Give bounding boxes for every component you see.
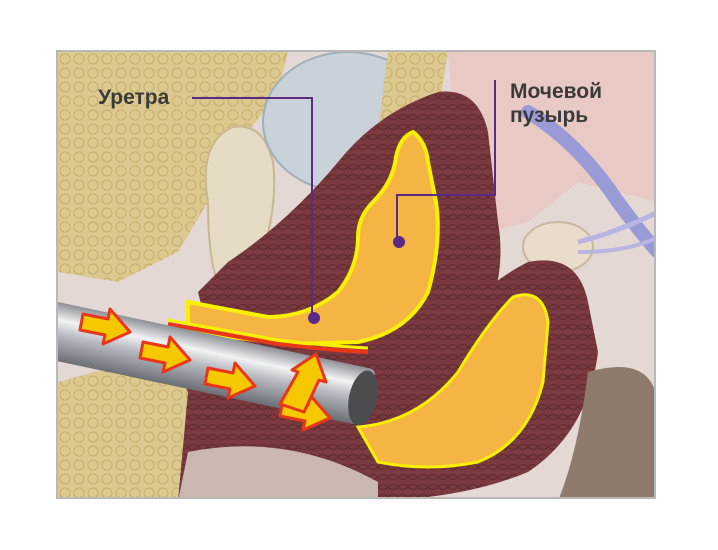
fat-lower-left: [58, 352, 188, 497]
vagina-canal: [355, 293, 550, 469]
urethra-channel: [167, 322, 369, 354]
rectum-right: [559, 367, 654, 497]
leader-dot-icon: [393, 236, 405, 248]
bladder-label-line2: пузырь: [510, 104, 589, 127]
bladder-label: Мочевой пузырь: [510, 80, 602, 128]
bottom-pelvis: [178, 446, 378, 497]
leader-dot-icon: [308, 312, 320, 324]
vessel-right: [577, 211, 654, 245]
urethra-channel-yellow: [167, 318, 369, 350]
arrow-icon: [78, 307, 332, 432]
urethra-label: Уретра: [98, 86, 170, 109]
vessel-right-2: [577, 236, 654, 254]
bladder-label-line1: Мочевой: [510, 80, 603, 103]
